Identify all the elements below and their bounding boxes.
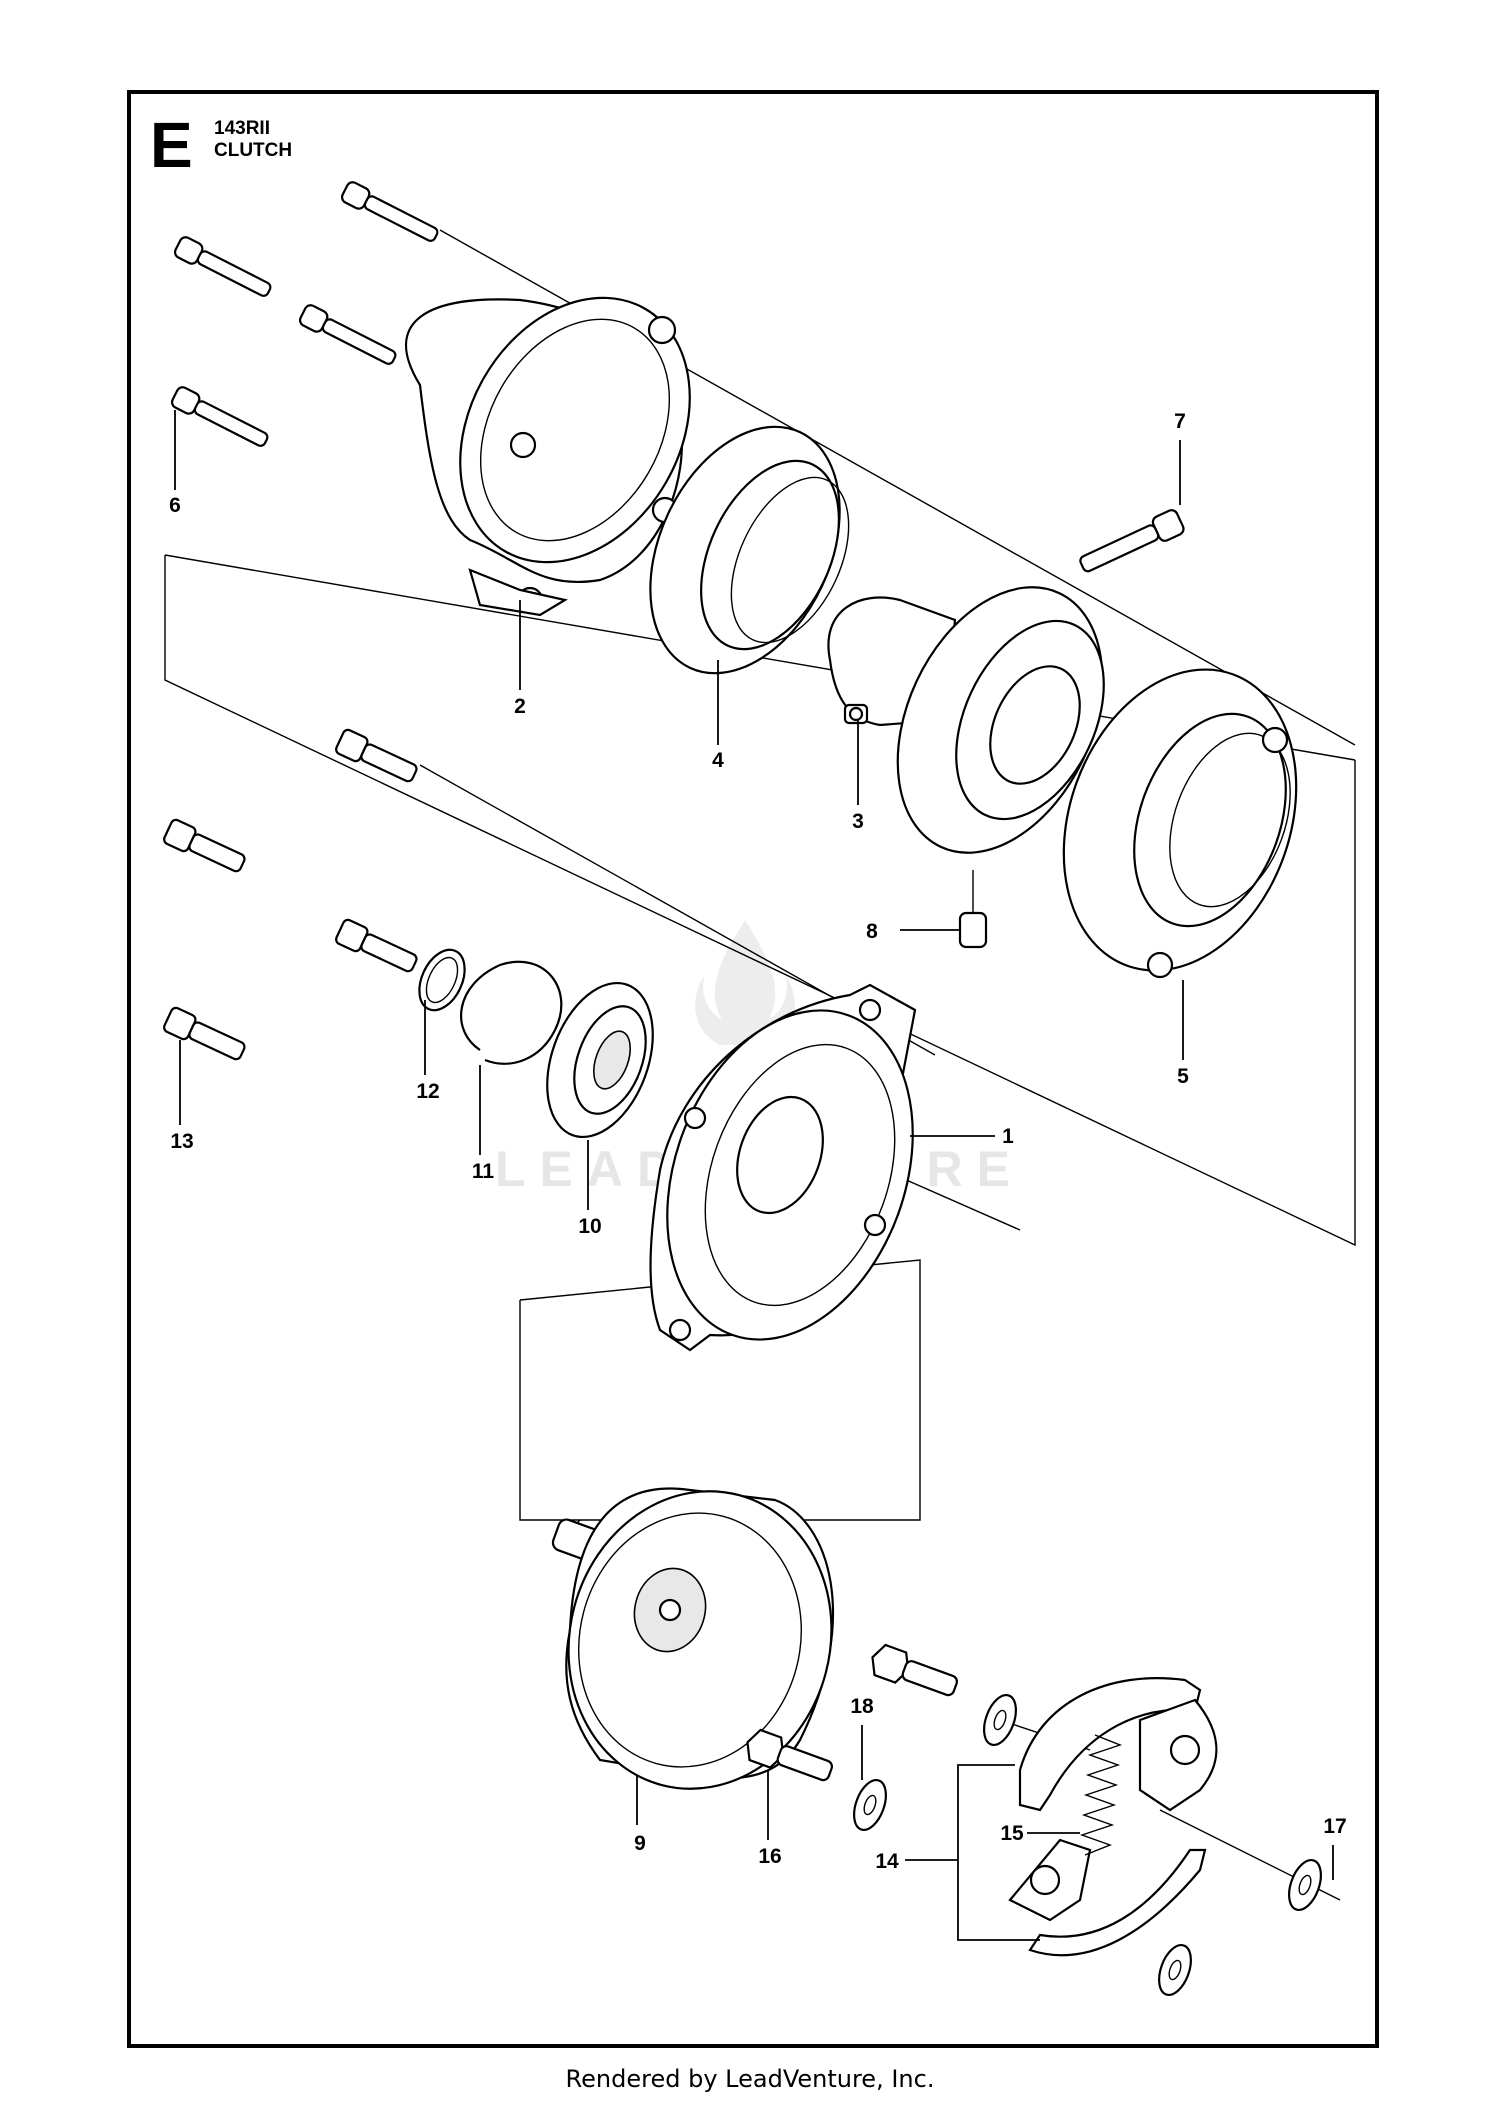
circlip-part [418, 948, 466, 1012]
ball-bearing-part [546, 981, 654, 1139]
callout-7: 7 [1174, 410, 1186, 433]
callout-8: 8 [866, 920, 878, 943]
callout-6: 6 [169, 494, 181, 517]
callout-18: 18 [850, 1695, 874, 1718]
callout-17: 17 [1323, 1815, 1346, 1838]
clutch-housing-part [649, 983, 917, 1352]
callout-2: 2 [514, 695, 526, 718]
shoulder-screw-group-16 [746, 1643, 959, 1782]
callout-leaders [174, 410, 1334, 1880]
callout-15: 15 [1000, 1822, 1024, 1845]
callout-3: 3 [852, 810, 864, 833]
callout-14: 14 [875, 1850, 899, 1873]
screw-7-part [1079, 509, 1185, 573]
clutch-drum-part [551, 1487, 835, 1790]
callout-13: 13 [170, 1130, 193, 1153]
footer-credit: Rendered by LeadVenture, Inc. [565, 2065, 935, 2093]
callout-1: 1 [1002, 1125, 1014, 1148]
section-letter: E [150, 109, 193, 181]
callout-10: 10 [578, 1215, 601, 1238]
screw-8-part [958, 870, 988, 949]
watermark-flame-icon [695, 920, 795, 1045]
washer-17-part [1158, 1859, 1322, 1996]
diagram-title: CLUTCH [214, 140, 293, 161]
callout-4: 4 [712, 749, 724, 772]
retaining-ring-part [459, 960, 563, 1065]
clutch-assembly-part [1008, 1677, 1218, 1957]
model-number: 143RII [214, 118, 270, 139]
screw-group-6 [170, 181, 439, 447]
callout-5: 5 [1177, 1065, 1189, 1088]
diagram-frame [127, 90, 1379, 2048]
spring-part [1079, 1734, 1123, 1856]
damper-ring-4-part [649, 425, 850, 675]
fan-cover-part [405, 296, 691, 617]
callout-16: 16 [758, 1845, 781, 1868]
callout-11: 11 [472, 1160, 495, 1183]
damper-ring-5-part [1062, 668, 1298, 979]
callout-12: 12 [416, 1080, 439, 1103]
washer-18-part [853, 1694, 1017, 1831]
bearing-carrier-part [827, 586, 1105, 854]
callout-labels: 2 6 4 3 5 7 8 1 9 10 11 12 13 14 15 16 1… [169, 410, 1347, 1873]
assembly-bracket [957, 1764, 1040, 1941]
screw-group-13 [163, 728, 418, 1061]
callout-9: 9 [634, 1832, 646, 1855]
